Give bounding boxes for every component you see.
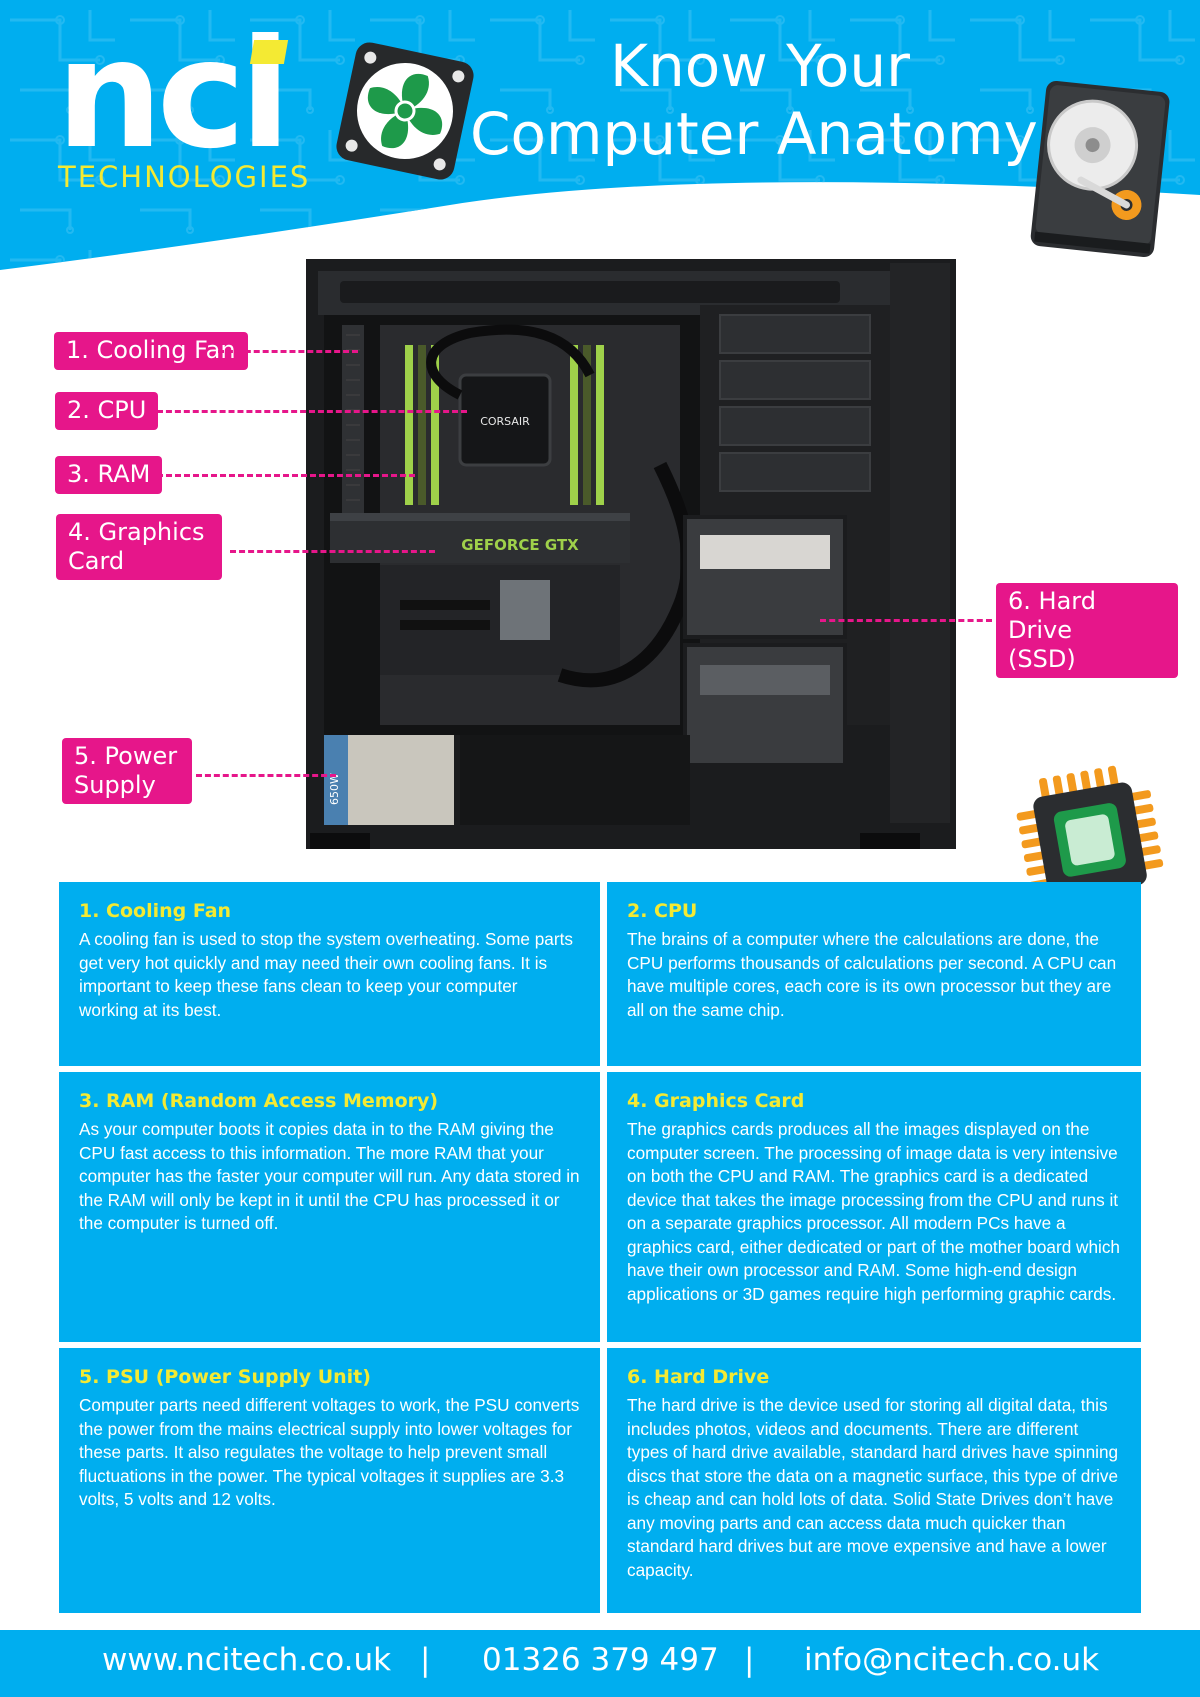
label-line: Supply: [74, 771, 156, 799]
footer-separator: |: [420, 1642, 431, 1678]
footer: www.ncitech.co.uk | 01326 379 497 | info…: [0, 1630, 1200, 1697]
label-line: 6. Hard Drive: [1008, 587, 1096, 644]
section-cpu: 2. CPU The brains of a computer where th…: [607, 882, 1141, 1066]
section-body: The graphics cards produces all the imag…: [627, 1119, 1120, 1304]
section-body: The brains of a computer where the calcu…: [627, 929, 1117, 1020]
section-cooling-fan: 1. Cooling Fan A cooling fan is used to …: [59, 882, 600, 1066]
title-line-1: Know Your: [610, 32, 910, 100]
fan-icon: [336, 42, 474, 180]
cpu-cooler-text: CORSAIR: [480, 415, 530, 428]
label-connector: [157, 474, 415, 477]
logo-nci: nci: [56, 8, 291, 182]
label-connector: [157, 410, 467, 413]
label-line: (SSD): [1008, 645, 1076, 673]
section-graphics-card: 4. Graphics Card The graphics cards prod…: [607, 1072, 1141, 1342]
label-line: Card: [68, 547, 125, 575]
section-body: Computer parts need different voltages t…: [79, 1395, 580, 1509]
section-body: As your computer boots it copies data in…: [79, 1119, 580, 1233]
footer-separator: |: [744, 1642, 755, 1678]
label-ram: 3. RAM: [55, 456, 163, 494]
logo-subtext: TECHNOLOGIES: [58, 160, 311, 194]
section-heading: 2. CPU: [627, 900, 698, 922]
label-cooling-fan: 1. Cooling Fan: [54, 332, 248, 370]
label-connector: [820, 619, 992, 622]
header-background: [0, 0, 1200, 270]
psu-text: 650W: [328, 773, 341, 805]
label-hard-drive: 6. Hard Drive (SSD): [996, 583, 1178, 678]
logo-accent: [249, 40, 289, 64]
label-line: 4. Graphics: [68, 518, 205, 546]
section-ram: 3. RAM (Random Access Memory) As your co…: [59, 1072, 600, 1342]
section-heading: 1. Cooling Fan: [79, 900, 232, 922]
page-title: Know Your Computer Anatomy!: [470, 32, 1062, 168]
label-cpu: 2. CPU: [55, 392, 159, 430]
label-connector: [218, 350, 358, 353]
label-connector: [196, 774, 336, 777]
section-heading: 3. RAM (Random Access Memory): [79, 1090, 439, 1112]
footer-email-link[interactable]: info@ncitech.co.uk: [804, 1642, 1100, 1678]
label-line: 5. Power: [74, 742, 178, 770]
gpu-text: GEFORCE GTX: [461, 536, 579, 554]
section-heading: 6. Hard Drive: [627, 1366, 770, 1388]
label-power-supply: 5. Power Supply: [62, 738, 192, 804]
section-body: The hard drive is the device used for st…: [627, 1395, 1119, 1580]
computer-tower-photo: CORSAIR GEFORCE GTX 650W: [306, 259, 956, 849]
label-graphics-card: 4. Graphics Card: [56, 514, 222, 580]
label-connector: [230, 550, 435, 553]
section-heading: 5. PSU (Power Supply Unit): [79, 1366, 371, 1388]
hard-drive-icon: [1030, 80, 1170, 258]
section-psu: 5. PSU (Power Supply Unit) Computer part…: [59, 1348, 600, 1613]
footer-phone-link[interactable]: 01326 379 497: [482, 1642, 719, 1678]
section-heading: 4. Graphics Card: [627, 1090, 805, 1112]
footer-website-link[interactable]: www.ncitech.co.uk: [102, 1642, 392, 1678]
title-line-2: Computer Anatomy!: [470, 100, 1062, 168]
section-body: A cooling fan is used to stop the system…: [79, 929, 573, 1020]
section-hard-drive: 6. Hard Drive The hard drive is the devi…: [607, 1348, 1141, 1613]
